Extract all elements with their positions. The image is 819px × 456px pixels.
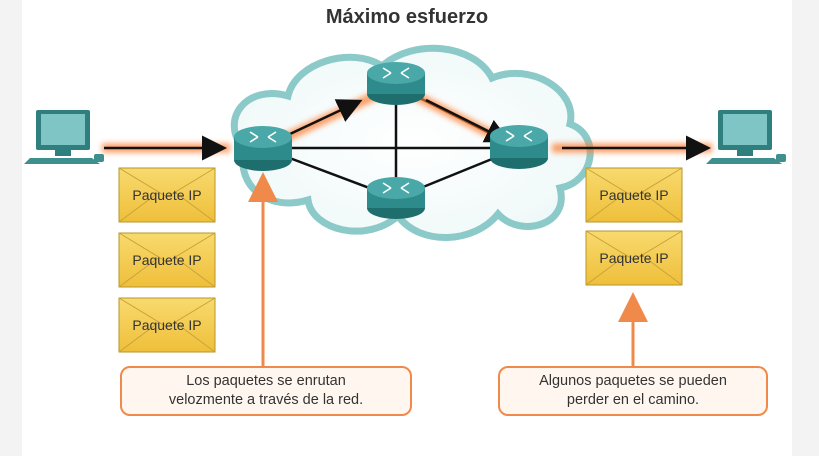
packet-envelope: Paquete IP bbox=[118, 232, 216, 288]
computer-icon bbox=[24, 110, 104, 164]
packet-label: Paquete IP bbox=[132, 252, 202, 268]
packet-label: Paquete IP bbox=[599, 187, 669, 203]
callout-right-line2: perder en el camino. bbox=[566, 392, 700, 408]
cloud-icon bbox=[230, 44, 594, 241]
diagram-canvas: Máximo esfuerzo bbox=[22, 0, 792, 456]
callout-left: Los paquetes se enrutan velozmente a tra… bbox=[120, 366, 412, 416]
callout-arrows bbox=[248, 172, 648, 366]
packet-label: Paquete IP bbox=[132, 187, 202, 203]
packet-label: Paquete IP bbox=[599, 250, 669, 266]
router-icon bbox=[490, 125, 548, 169]
packet-envelope: Paquete IP bbox=[585, 167, 683, 223]
computer-icon bbox=[706, 110, 786, 164]
packet-envelope: Paquete IP bbox=[585, 230, 683, 286]
callout-left-line2: velozmente a través de la red. bbox=[168, 392, 364, 408]
callout-right: Algunos paquetes se pueden perder en el … bbox=[498, 366, 768, 416]
packet-label: Paquete IP bbox=[132, 317, 202, 333]
diagram-title: Máximo esfuerzo bbox=[325, 6, 489, 28]
packet-envelope: Paquete IP bbox=[118, 297, 216, 353]
network-diagram bbox=[24, 44, 786, 366]
callout-right-line1: Algunos paquetes se pueden bbox=[539, 373, 727, 389]
router-icon bbox=[234, 126, 292, 171]
packet-envelope: Paquete IP bbox=[118, 167, 216, 223]
router-icon bbox=[367, 177, 425, 219]
callout-left-line1: Los paquetes se enrutan bbox=[186, 373, 346, 389]
router-icon bbox=[367, 62, 425, 105]
